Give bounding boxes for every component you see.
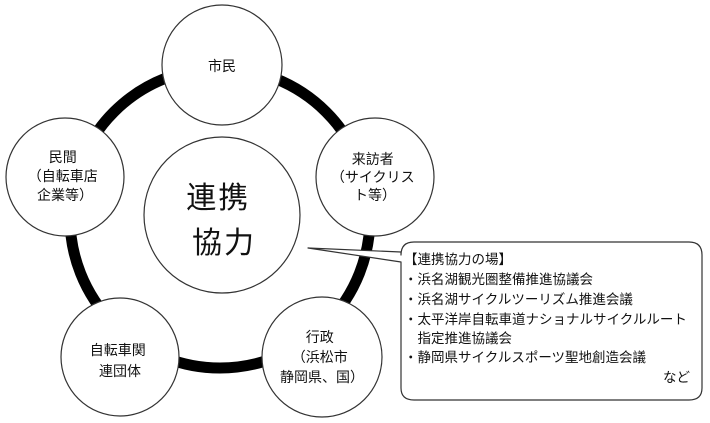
node-shimin: 市民: [161, 4, 283, 126]
node-gyousei-line-3: 静岡県、国）: [280, 370, 364, 386]
node-raihousha-line-3: ト等）: [354, 187, 396, 204]
node-minkan-line-2: （自転車店: [28, 168, 98, 185]
node-jitensha-dantai: 自転車関 連団体: [60, 297, 180, 417]
node-raihousha: 来訪者 （サイクリス ト等）: [315, 117, 435, 237]
svg-text:連携 協力: 連携 協力: [186, 181, 262, 261]
callout-bubble: [307, 241, 703, 401]
svg-text:など: など: [663, 370, 691, 386]
callout-heading: 【連携協力の場】: [404, 252, 512, 268]
node-minkan-line-1: 民間: [49, 150, 77, 166]
callout-item-5: ・静岡県サイクルスポーツ聖地創造会議: [404, 349, 647, 366]
svg-text:【連携協力の場】 ・浜名湖観光圏整備推進協議会: 【連携協力の場】 ・浜名湖観光圏整備推進協議会 ・浜名湖サイクルツーリズム推進会…: [404, 252, 691, 366]
center-circle: [143, 136, 301, 294]
node-shimin-circle: [161, 4, 283, 126]
svg-text:来訪者 （サイクリス ト等）: 来訪者 （サイクリス ト等）: [331, 152, 419, 204]
node-gyousei-circle: [261, 296, 383, 418]
node-jitensha-dantai-line-1: 自転車関: [90, 342, 146, 359]
node-raihousha-line-2: （サイクリス: [331, 170, 415, 186]
node-raihousha-line-1: 来訪者: [352, 152, 394, 168]
node-minkan-line-3: 企業等）: [37, 187, 93, 204]
callout-item-3: ・太平洋岸自転車道ナショナルサイクルルート: [404, 312, 687, 328]
node-jitensha-dantai-line-2: 連団体: [99, 364, 141, 380]
node-gyousei: 行政 （浜松市 静岡県、国）: [261, 296, 383, 418]
center-line-2: 協力: [192, 226, 256, 261]
node-gyousei-line-2: （浜松市: [292, 349, 348, 366]
callout-item-4: 指定推進協議会: [404, 330, 512, 347]
callout-item-1: ・浜名湖観光圏整備推進協議会: [404, 271, 593, 288]
node-jitensha-dantai-circle: [60, 297, 180, 417]
callout: 【連携協力の場】 ・浜名湖観光圏整備推進協議会 ・浜名湖サイクルツーリズム推進会…: [307, 241, 703, 401]
callout-footer: など: [663, 370, 691, 386]
center-node: 連携 協力: [143, 136, 301, 294]
node-minkan: 民間 （自転車店 企業等）: [5, 117, 125, 237]
node-shimin-line-1: 市民: [208, 58, 236, 75]
svg-text:自転車関 連団体: 自転車関 連団体: [90, 342, 150, 380]
node-raihousha-circle: [315, 117, 435, 237]
node-gyousei-line-1: 行政: [306, 330, 334, 346]
svg-text:行政 （浜松市 静岡県、国）: 行政 （浜松市 静岡県、国）: [280, 330, 364, 386]
node-minkan-circle: [5, 117, 125, 237]
svg-text:市民: 市民: [208, 58, 236, 75]
center-line-1: 連携: [186, 181, 250, 216]
callout-item-2: ・浜名湖サイクルツーリズム推進会議: [404, 291, 633, 308]
svg-text:民間 （自転車店 企業等）: 民間 （自転車店 企業等）: [28, 150, 102, 204]
